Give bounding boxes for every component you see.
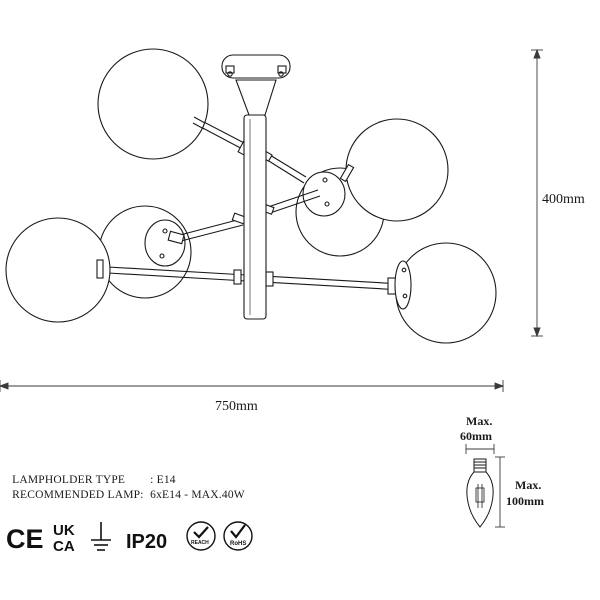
candle-bulb-icon (466, 458, 494, 528)
globe-lower-left (5, 217, 111, 323)
bulb-height-line1: Max. (515, 478, 541, 492)
width-dimension (0, 380, 505, 392)
central-stem (221, 54, 291, 320)
bulb-width-line1: Max. (466, 414, 492, 428)
recommended-key: RECOMMENDED LAMP: (12, 489, 144, 501)
recommended-value: 6xE14 - MAX.40W (150, 489, 245, 501)
lampholder-spec: LAMPHOLDER TYPE : E14 (6, 462, 176, 486)
globe-top-left (97, 48, 209, 160)
bulb-width-line2: 60mm (460, 429, 492, 443)
recommended-lamp-spec: RECOMMENDED LAMP: 6xE14 - MAX.40W (6, 477, 245, 501)
ukca-mark-bottom: CA (53, 538, 75, 555)
reach-badge-icon: REACH (186, 521, 216, 551)
bulb-diagram: Max. 60mm Max. 100mm (460, 414, 544, 528)
height-label: 400mm (542, 192, 585, 207)
ip-rating: IP20 (126, 531, 167, 553)
ground-symbol-icon (91, 522, 111, 551)
arm-upper-left (198, 119, 252, 156)
width-label: 750mm (215, 399, 258, 414)
globe-cap-back-left (144, 219, 186, 267)
globe-cap-back-right (302, 171, 346, 217)
bulb-height-line2: 100mm (506, 494, 544, 508)
lampholder-key: LAMPHOLDER TYPE (12, 474, 126, 486)
ce-mark: CE (6, 524, 44, 554)
lampholder-value: : E14 (150, 474, 176, 486)
rohs-badge-icon: RoHS (223, 521, 253, 551)
ukca-mark-top: UK (53, 522, 75, 539)
certification-row: CE UK CA IP20 REACH RoHS (6, 521, 253, 555)
height-dimension (531, 48, 543, 338)
rohs-label: RoHS (230, 541, 246, 547)
reach-label: REACH (191, 540, 209, 546)
globe-top-right (345, 118, 449, 222)
